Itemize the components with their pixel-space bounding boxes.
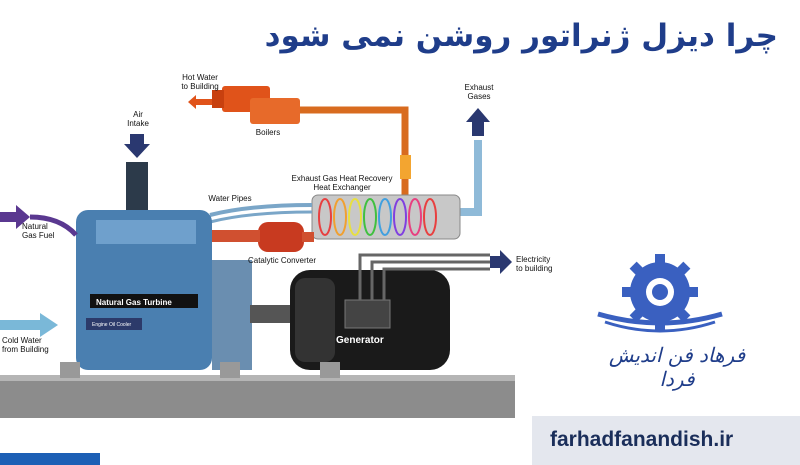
- hot-water-arrow: [188, 95, 212, 109]
- page-title: چرا دیزل ژنراتور روشن نمی شود: [264, 18, 778, 54]
- label-natural-gas-turbine: Natural Gas Turbine: [96, 298, 172, 307]
- electric-wires: [358, 253, 490, 300]
- drive-shaft: [250, 305, 295, 323]
- label-natural-gas-fuel: Natural Gas Fuel: [22, 222, 55, 240]
- label-heat-exchanger: Exhaust Gas Heat Recovery Heat Exchanger: [291, 174, 393, 192]
- logo-text: فرهاد فن اندیش فردا: [608, 343, 746, 391]
- generator-terminal: [344, 299, 391, 329]
- catalytic-converter: [258, 222, 304, 252]
- pipe-valve: [400, 155, 411, 179]
- heat-coils: [318, 198, 437, 236]
- gas-fuel-arrow: [0, 205, 30, 229]
- site-url[interactable]: farhadfanandish.ir: [550, 428, 734, 451]
- label-cold-water: Cold Water from Building: [2, 336, 49, 354]
- label-exhaust-gases: Exhaust Gases: [464, 83, 494, 101]
- air-intake-arrow: [124, 134, 150, 158]
- electricity-arrow: [490, 250, 512, 274]
- footer-blue-strip: [0, 453, 100, 465]
- label-engine-oil-cooler: Engine Oil Cooler: [92, 322, 132, 328]
- water-pipes: [209, 203, 313, 217]
- air-intake-stack: [126, 162, 148, 212]
- exhaust-pipe: [460, 140, 482, 216]
- label-water-pipes: Water Pipes: [208, 194, 252, 203]
- oil-cooler: [86, 318, 142, 330]
- heat-exchanger: [311, 194, 461, 240]
- cold-water-arrow: [0, 313, 58, 337]
- exhaust-arrow: [466, 108, 490, 136]
- gear-wrench-icon: [597, 254, 723, 333]
- label-boilers: Boilers: [255, 128, 281, 137]
- ground-base: [0, 378, 515, 418]
- label-hot-water: Hot Water to Building: [181, 73, 219, 91]
- footer-bar: [532, 416, 800, 465]
- engine-label-plate: [90, 294, 198, 308]
- boiler-cap: [212, 90, 224, 108]
- label-air-intake: Air Intake: [127, 110, 149, 128]
- ground-top: [0, 375, 515, 381]
- boiler-front: [250, 98, 300, 124]
- label-electricity: Electricity to building: [516, 255, 553, 273]
- label-generator: Generator: [336, 335, 384, 346]
- label-catalytic-converter: Catalytic Converter: [247, 256, 317, 265]
